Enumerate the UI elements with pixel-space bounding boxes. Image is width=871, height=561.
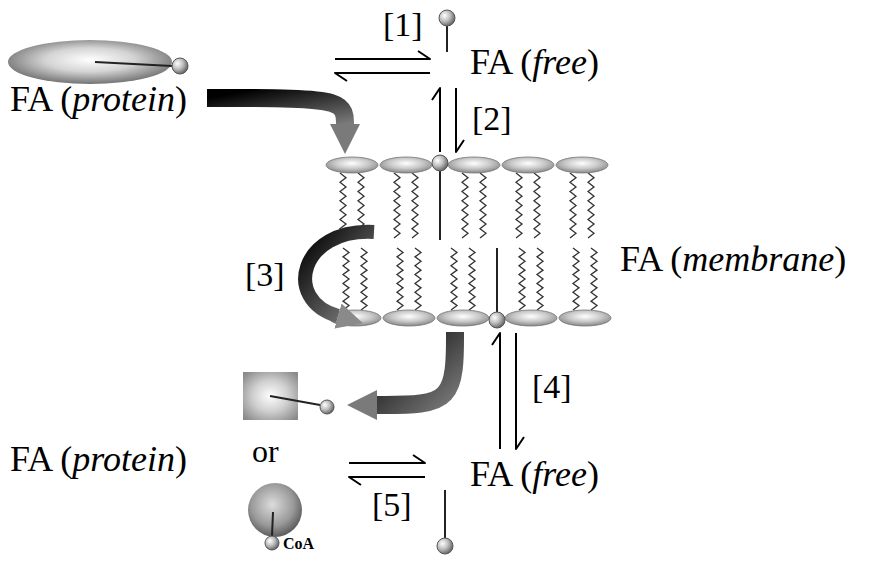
node-label: FA (protein) [10,440,187,480]
fa-tail [439,171,441,240]
italic-part: membrane [682,239,834,279]
callout-number: [1] [381,6,425,43]
callout-number: [2] [470,100,514,137]
fa-head [432,155,448,171]
lipid-tail [480,173,486,238]
lipid-bilayer [326,157,611,326]
text-part: FA ( [470,42,532,82]
fa-tail [272,512,273,536]
coa-label: CoA [283,535,314,553]
binding-protein [8,40,172,84]
node-label: FA (free) [470,43,599,83]
lipid-head [383,310,435,326]
protein-bound-fa: FA (protein) [5,38,195,122]
callout-number: [5] [370,486,414,523]
text-part: ) [834,239,846,279]
lipid-tail [343,248,349,310]
lipid-tail [361,248,367,310]
fa-tail [95,62,172,66]
equilibrium-arrow [335,51,430,81]
lipid-tail [573,248,579,310]
lipid-tail [412,173,418,238]
italic-part: free [532,454,587,494]
lipid-tail [519,248,525,310]
lipid-tail [588,173,594,238]
fa-tail [444,490,446,538]
lipid-head [326,157,378,173]
lipid-head [505,310,557,326]
lipid-tail [462,173,468,238]
lipid-head [437,310,489,326]
lipid-head [448,157,500,173]
italic-part: free [532,42,587,82]
italic-part: protein [72,439,175,479]
italic-part: protein [72,79,175,119]
fa-head [439,10,455,26]
lipid-tail [451,248,457,310]
protein-bound-fa: FA (protein) [5,365,345,557]
lipid-tail [397,248,403,310]
coa-head [265,536,279,550]
node-label: FA (membrane) [620,240,846,280]
lipid-head [556,157,608,173]
equilibrium-arrow [432,88,464,152]
lipid-head [502,157,554,173]
lipid-head [380,157,432,173]
transfer-arrow [207,98,345,124]
fa-tail [496,248,498,312]
free-fa: FA (free) [430,452,605,555]
lipid-tail [591,248,597,310]
fa-head [320,400,334,414]
text-part: ) [587,454,599,494]
equilibrium-arrow [492,333,524,449]
flip-flop-arrow [305,232,374,316]
lipid-tail [537,248,543,310]
text-part: ) [175,439,187,479]
node-label: FA (free) [470,455,599,495]
lipid-tail [415,248,421,310]
fa-head [437,538,453,554]
fa-head [489,312,505,328]
transfer-arrow [377,332,455,405]
callout-number: [3] [245,256,285,293]
free-fa: FA (free) [435,5,605,85]
lipid-tail [394,173,400,238]
text-part: FA ( [10,439,72,479]
membrane-fa: FA (membrane) [330,155,852,330]
text-part: FA ( [470,454,532,494]
fa-head [172,58,188,74]
conjunction-text: or [252,434,279,469]
lipid-tail [534,173,540,238]
text-part: ) [587,42,599,82]
fa-tail [270,396,320,405]
text-part: ) [175,79,187,119]
equilibrium-arrow [349,455,425,485]
lipid-tail [469,248,475,310]
lipid-tail [516,173,522,238]
acyl-coa [248,483,302,537]
text-part: FA ( [10,79,72,119]
fa-tail [446,26,448,52]
text-part: FA ( [620,239,682,279]
lipid-head [559,310,611,326]
callout-number: [4] [530,368,574,405]
node-label: FA (protein) [10,80,187,120]
lipid-tail [570,173,576,238]
